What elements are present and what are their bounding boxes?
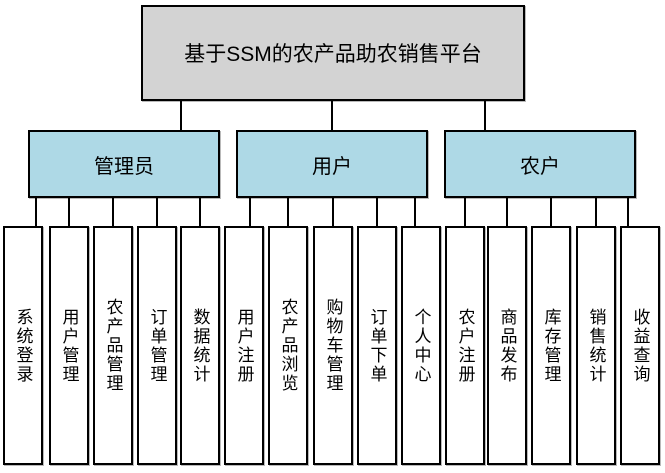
leaf-node-system-login: 系统登录 <box>3 226 43 465</box>
group-node-farmer-label: 农户 <box>520 155 560 178</box>
connector-line <box>376 198 378 226</box>
connector-line <box>180 101 182 130</box>
connector-line <box>332 198 334 226</box>
leaf-node-order-management: 订单管理 <box>137 226 177 465</box>
leaf-node-sales-statistics-label: 销售统计 <box>586 307 606 384</box>
root-node-title: 基于SSM的农产品助农销售平台 <box>184 43 482 66</box>
connector-line <box>331 101 333 130</box>
group-node-user: 用户 <box>236 130 428 198</box>
leaf-node-order-place-label: 订单下单 <box>367 307 387 384</box>
connector-line <box>112 198 114 226</box>
leaf-node-sales-statistics: 销售统计 <box>576 226 616 465</box>
connector-line <box>550 198 552 226</box>
leaf-node-cart-management-label: 购物车管理 <box>323 298 343 393</box>
leaf-node-product-management-label: 农产品管理 <box>103 298 123 393</box>
connector-line <box>68 198 70 226</box>
connector-line <box>414 198 416 226</box>
leaf-node-revenue-query-label: 收益查询 <box>630 307 650 384</box>
leaf-node-inventory-management-label: 库存管理 <box>541 307 561 384</box>
connector-line <box>199 198 201 226</box>
leaf-node-product-browse-label: 农产品浏览 <box>278 298 298 393</box>
leaf-node-farmer-register-label: 农户注册 <box>455 307 475 384</box>
leaf-node-product-browse: 农产品浏览 <box>268 226 308 465</box>
leaf-node-farmer-register: 农户注册 <box>445 226 485 465</box>
leaf-node-personal-center-label: 个人中心 <box>411 307 431 384</box>
connector-line <box>484 101 486 130</box>
leaf-node-data-statistics-label: 数据统计 <box>190 307 210 384</box>
connector-line <box>464 198 466 226</box>
connector-line <box>506 198 508 226</box>
group-node-admin: 管理员 <box>28 130 220 198</box>
group-node-farmer: 农户 <box>444 130 636 198</box>
leaf-node-user-register: 用户注册 <box>224 226 264 465</box>
connector-line <box>249 198 251 226</box>
root-node-platform: 基于SSM的农产品助农销售平台 <box>141 5 525 101</box>
leaf-node-revenue-query: 收益查询 <box>620 226 660 465</box>
connector-line <box>35 198 37 226</box>
leaf-node-system-login-label: 系统登录 <box>13 307 33 384</box>
leaf-node-personal-center: 个人中心 <box>401 226 441 465</box>
leaf-node-inventory-management: 库存管理 <box>531 226 571 465</box>
connector-line <box>595 198 597 226</box>
connector-line <box>627 198 629 226</box>
leaf-node-order-place: 订单下单 <box>357 226 397 465</box>
connector-line <box>156 198 158 226</box>
group-node-admin-label: 管理员 <box>94 155 154 178</box>
leaf-node-product-management: 农产品管理 <box>93 226 133 465</box>
leaf-node-order-management-label: 订单管理 <box>147 307 167 384</box>
group-node-user-label: 用户 <box>312 155 352 178</box>
connector-line <box>287 198 289 226</box>
leaf-node-cart-management: 购物车管理 <box>313 226 353 465</box>
leaf-node-user-management: 用户管理 <box>49 226 89 465</box>
leaf-node-user-management-label: 用户管理 <box>59 307 79 384</box>
leaf-node-product-publish: 商品发布 <box>487 226 527 465</box>
leaf-node-data-statistics: 数据统计 <box>180 226 220 465</box>
leaf-node-user-register-label: 用户注册 <box>234 307 254 384</box>
leaf-node-product-publish-label: 商品发布 <box>497 307 517 384</box>
